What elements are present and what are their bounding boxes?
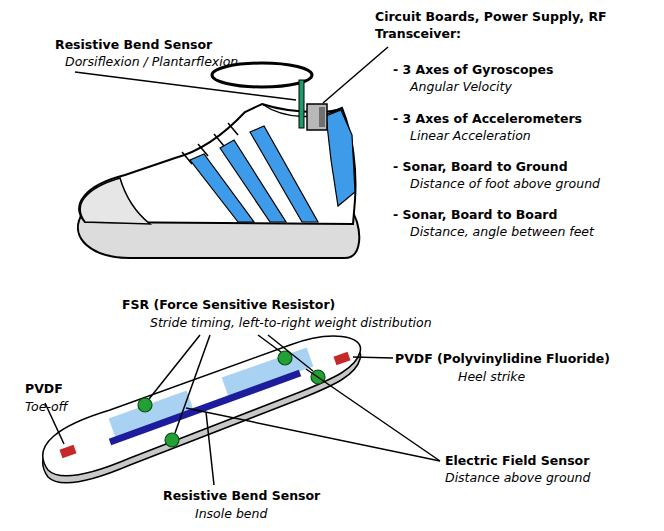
sensor-description: Angular Velocity: [410, 78, 512, 95]
sensor-label: Electric Field Sensor: [445, 452, 589, 469]
bottom-leaders: [45, 335, 440, 485]
sensor-label: - Sonar, Board to Ground: [393, 158, 568, 175]
leader-line: [323, 47, 388, 103]
sensor-label: PVDF (Polyvinylidine Fluoride): [395, 350, 610, 367]
fsr-pad: [138, 398, 152, 412]
sensor-label: Resistive Bend Sensor: [55, 36, 212, 53]
sensor-description: Toe-off: [25, 398, 68, 415]
pvdf-heel: [335, 356, 349, 361]
leader-line: [268, 335, 313, 371]
leader-line: [75, 72, 296, 100]
upper: [79, 104, 355, 224]
sensor-description: Distance above ground: [445, 469, 590, 486]
bend-sensor-strip: [299, 80, 304, 128]
stripe: [250, 126, 318, 222]
leader-line: [206, 412, 214, 485]
sensor-description: Insole bend: [195, 505, 267, 522]
sensor-label: Resistive Bend Sensor: [163, 487, 320, 504]
sensor-description: Distance of foot above ground: [410, 175, 600, 192]
circuit-board-face: [319, 107, 325, 127]
sensor-label: - 3 Axes of Accelerometers: [393, 110, 582, 127]
sensor-label: - 3 Axes of Gyroscopes: [393, 61, 553, 78]
fsr-pads: [138, 351, 325, 447]
stripes: [190, 126, 318, 222]
leader-line: [149, 335, 200, 399]
sensor-label: Circuit Boards, Power Supply, RF Transce…: [375, 8, 625, 42]
heel-patch: [326, 110, 355, 206]
pvdf-toe: [61, 449, 75, 454]
sensor-description: Stride timing, left-to-right weight dist…: [150, 314, 432, 331]
sneaker: [78, 63, 359, 258]
sensor-description: Dorsiflexion / Plantarflexion: [65, 53, 238, 70]
toe-cap: [80, 178, 150, 224]
sensor-label: - Sonar, Board to Board: [393, 206, 557, 223]
sensor-description: Heel strike: [458, 368, 525, 385]
sensor-description: Distance, angle between feet: [410, 223, 594, 240]
sensor-label: PVDF: [25, 380, 63, 397]
circuit-board: [307, 104, 327, 130]
leader-line: [353, 357, 393, 358]
leader-line: [175, 335, 210, 433]
sensor-label: FSR (Force Sensitive Resistor): [122, 296, 335, 313]
laces: [182, 123, 238, 164]
leader-line: [306, 369, 440, 461]
sensor-description: Linear Acceleration: [410, 127, 531, 144]
insole-bend-sensor: [110, 373, 300, 442]
fsr-pad: [165, 433, 179, 447]
